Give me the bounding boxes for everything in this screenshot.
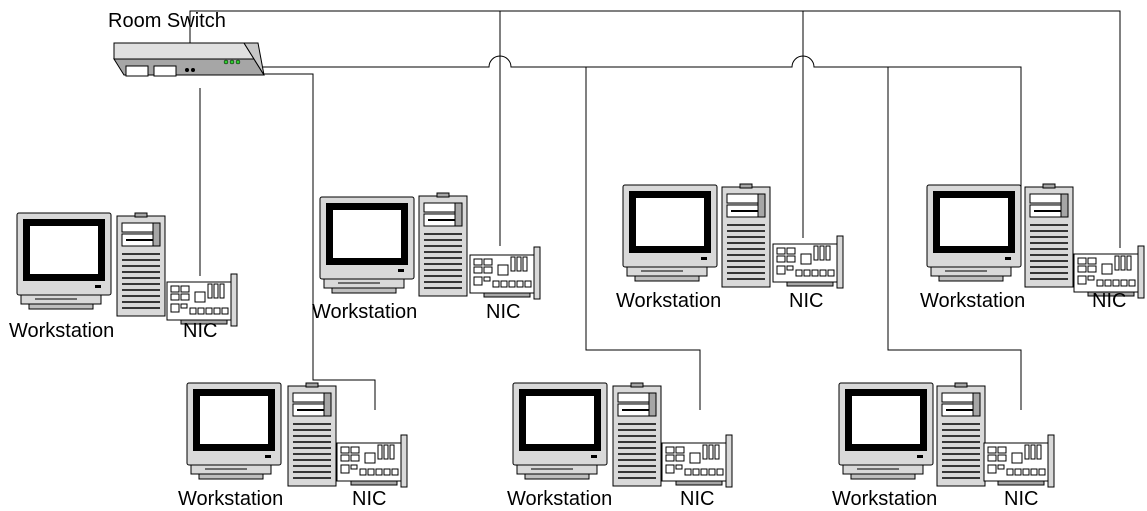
monitor-icon (319, 196, 415, 294)
nic-card-icon (336, 434, 408, 488)
workstation-group: Workstation NIC (616, 183, 844, 312)
workstation-label: Workstation (507, 488, 612, 510)
monitor-icon (186, 382, 282, 480)
nic-card-icon (772, 235, 844, 289)
workstation-label: Workstation (9, 320, 114, 342)
workstation-group: Workstation NIC (178, 382, 408, 510)
network-switch-icon (113, 42, 265, 77)
nic-label: NIC (680, 488, 714, 510)
tower-pc-icon (287, 382, 337, 487)
monitor-icon (16, 212, 112, 310)
tower-pc-icon (612, 382, 662, 487)
nic-label: NIC (1004, 488, 1038, 510)
nic-card-icon (983, 434, 1055, 488)
workstation-group: Workstation NIC (832, 382, 1055, 510)
workstation-group: Workstation NIC (312, 192, 541, 323)
tower-pc-icon (936, 382, 986, 487)
workstation-group: Workstation NIC (507, 382, 733, 510)
workstation-group: Workstation NIC (9, 212, 238, 342)
monitor-icon (926, 184, 1022, 282)
tower-pc-icon (721, 183, 771, 288)
nic-label: NIC (183, 320, 217, 342)
workstation-label: Workstation (178, 488, 283, 510)
nic-card-icon (661, 434, 733, 488)
tower-pc-icon (1024, 183, 1074, 288)
tower-pc-icon (418, 192, 468, 297)
network-cabling (189, 10, 1121, 410)
nic-label: NIC (1092, 290, 1126, 312)
cable-station-7 (887, 67, 1022, 410)
nic-card-icon (166, 273, 238, 327)
monitor-icon (838, 382, 934, 480)
nic-label: NIC (486, 301, 520, 323)
nic-card-icon (469, 246, 541, 300)
cable-station-5 (258, 73, 376, 410)
cable-station-6 (585, 67, 701, 410)
nic-label: NIC (352, 488, 386, 510)
workstation-label: Workstation (832, 488, 937, 510)
workstation-label: Workstation (312, 301, 417, 323)
switch-label: Room Switch (108, 10, 226, 32)
tower-pc-icon (116, 212, 166, 317)
trunk-cable (258, 55, 1022, 250)
nic-label: NIC (789, 290, 823, 312)
workstation-label: Workstation (920, 290, 1025, 312)
workstation-group: Workstation NIC (920, 183, 1145, 312)
monitor-icon (622, 184, 718, 282)
monitor-icon (512, 382, 608, 480)
uplink-cable (189, 10, 1121, 248)
workstation-label: Workstation (616, 290, 721, 312)
